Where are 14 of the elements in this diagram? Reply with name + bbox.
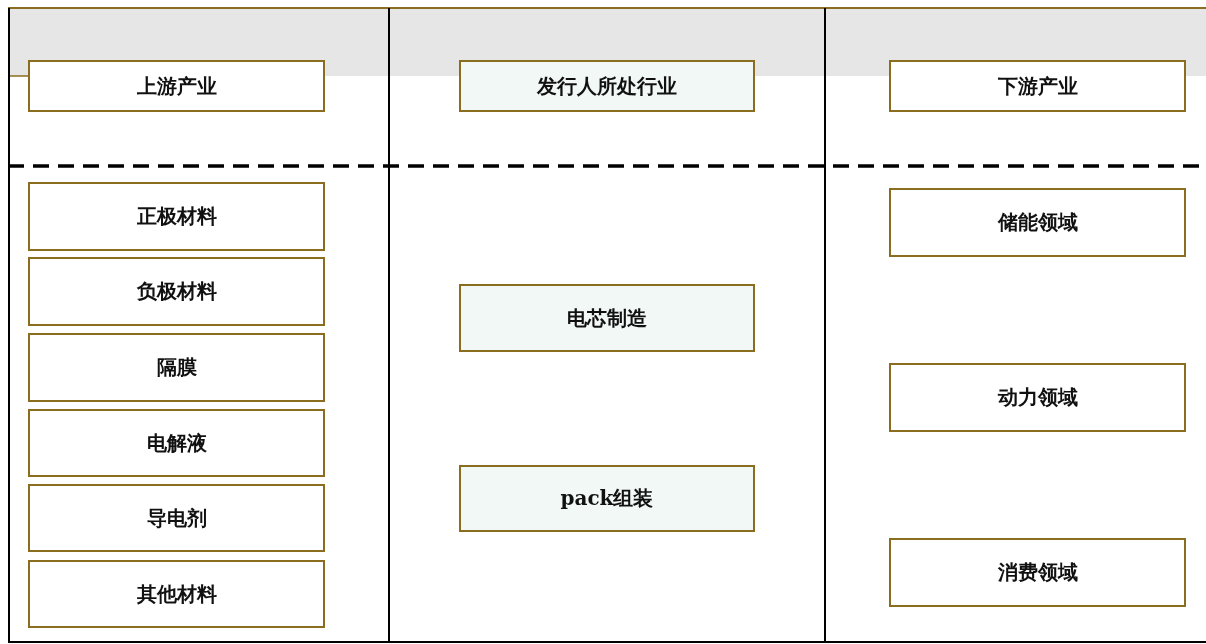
header-box: 发行人所处行业 [459, 60, 755, 112]
category-box: 电解液 [28, 409, 325, 477]
category-box: pack组装 [459, 465, 755, 532]
category-box: 储能领域 [889, 188, 1186, 257]
category-box: 电芯制造 [459, 284, 755, 352]
category-box: 正极材料 [28, 182, 325, 251]
category-box: 动力领域 [889, 363, 1186, 432]
category-box: 导电剂 [28, 484, 325, 552]
category-box: 消费领域 [889, 538, 1186, 607]
category-box: 负极材料 [28, 257, 325, 326]
category-box: 其他材料 [28, 560, 325, 628]
header-box: 上游产业 [28, 60, 325, 112]
header-box: 下游产业 [889, 60, 1186, 112]
category-box: 隔膜 [28, 333, 325, 402]
